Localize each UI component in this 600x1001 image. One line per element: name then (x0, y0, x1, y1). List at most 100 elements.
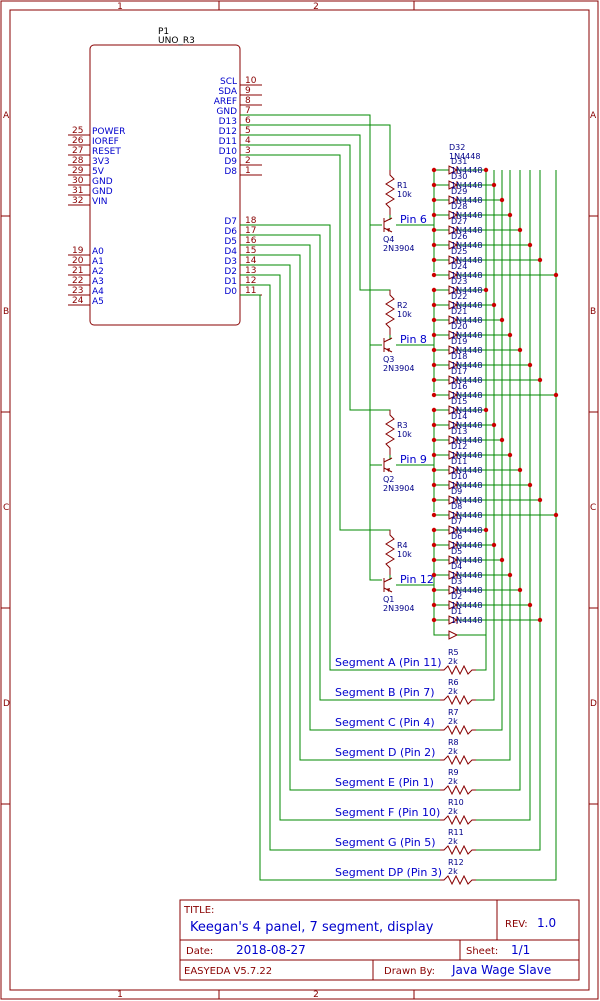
mcu-pin-name: SDA (218, 87, 237, 97)
diode-symbol (448, 630, 459, 640)
resistor-value: 2k (448, 717, 458, 726)
segment-net-label: Segment F (Pin 10) (335, 806, 440, 819)
mcu-pin-number: 21 (72, 266, 83, 276)
diode-ref: D13 (451, 427, 467, 436)
junction-dot (553, 392, 559, 398)
resistor-ref: R6 (448, 678, 459, 687)
mcu-pin-number: 9 (245, 86, 251, 96)
junction-dot (491, 182, 497, 188)
junction-dot (537, 617, 543, 623)
diode-part: 1N4448 (451, 331, 482, 340)
mcu-pin-number: 6 (245, 116, 251, 126)
diode-symbol (448, 465, 459, 475)
mcu-pin-name: IOREF (92, 137, 119, 147)
mcu-pin-number: 7 (245, 106, 251, 116)
diode-part: 1N4448 (451, 556, 482, 565)
diode-part: 1N4448 (451, 301, 482, 310)
mcu-pin-name: D6 (224, 227, 237, 237)
mcu-pin-number: 1 (245, 166, 251, 176)
diode-symbol (448, 585, 459, 595)
diode-symbol (448, 240, 459, 250)
junction-dot (499, 557, 505, 563)
diode-ref: D21 (451, 307, 467, 316)
diode-ref: D19 (451, 337, 467, 346)
diode-part: 1N4448 (451, 511, 482, 520)
row-label-c-right: C (590, 503, 596, 513)
diode-ref: D6 (451, 532, 462, 541)
row-label-c: C (3, 503, 9, 513)
junction-dot (537, 257, 543, 263)
junction-dot (527, 602, 533, 608)
resistor-value: 2k (448, 747, 458, 756)
diode-part: 1N4448 (451, 601, 482, 610)
mcu-pin-number: 24 (72, 296, 84, 306)
mcu-pin-number: 23 (72, 286, 83, 296)
diode-part: 1N4448 (451, 316, 482, 325)
mcu-pin-name: D1 (224, 277, 237, 287)
junction-dot (537, 377, 543, 383)
junction-dot (553, 272, 559, 278)
resistor-value: 2k (448, 777, 458, 786)
mcu-pin-number: 19 (72, 246, 84, 256)
mcu-pin-number: 20 (72, 256, 84, 266)
diode-ref: D2 (451, 592, 462, 601)
transistor-ref: Q1 (383, 595, 394, 604)
junction-dot (507, 452, 513, 458)
arduino-uno-symbol[interactable]: P1 UNO_R3 (89, 27, 241, 326)
drawn-label: Drawn By: (384, 966, 435, 977)
junction-dot (431, 332, 437, 338)
junction-dot (431, 572, 437, 578)
mcu-pin-name: POWER (92, 127, 125, 137)
mcu-pin-number: 11 (245, 286, 256, 296)
junction-dot (507, 572, 513, 578)
junction-dot (507, 332, 513, 338)
resistor-value: 10k (397, 190, 412, 199)
diode-ref: D12 (451, 442, 467, 451)
mcu-pin-name: A2 (92, 267, 104, 277)
